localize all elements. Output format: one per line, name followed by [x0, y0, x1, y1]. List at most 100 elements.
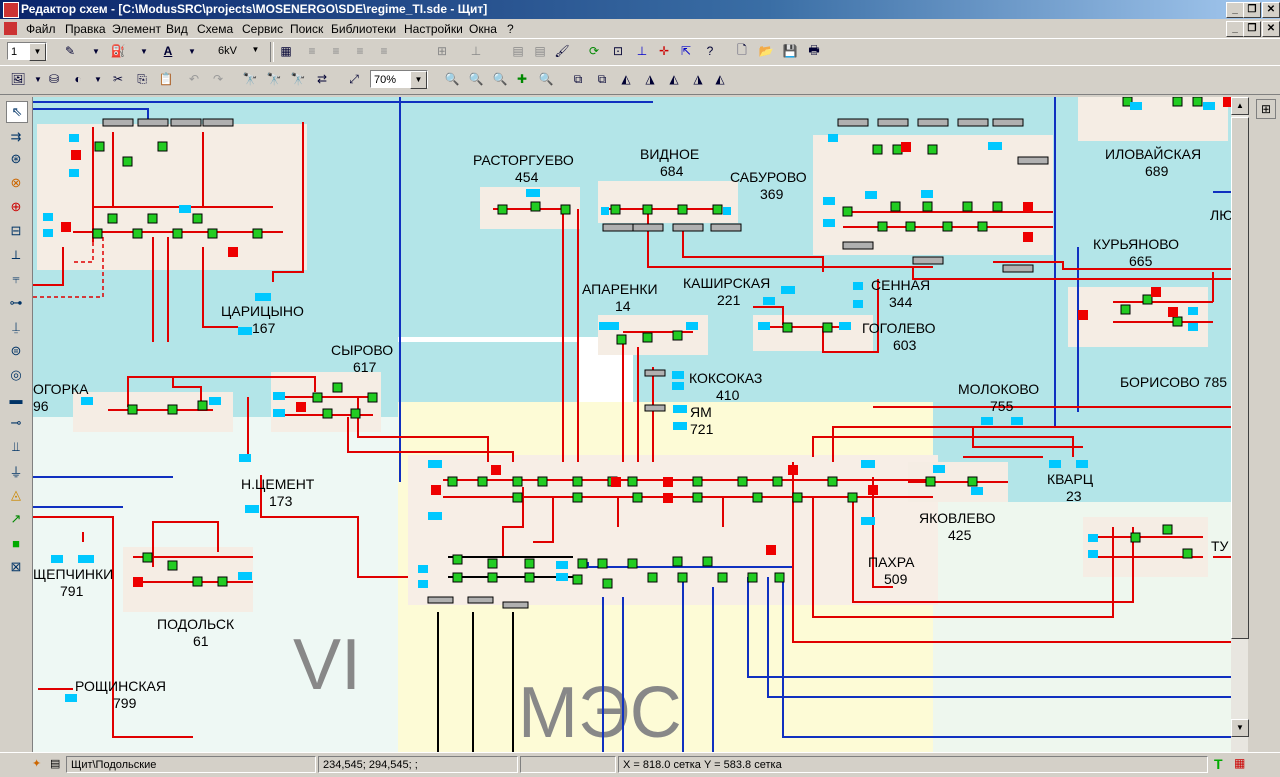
menu-view[interactable]: Вид: [166, 22, 188, 36]
palette-icon[interactable]: ◐: [74, 72, 82, 86]
frame-icon[interactable]: ⊡: [612, 44, 624, 58]
layers-icon[interactable]: ⛁: [48, 72, 60, 86]
justify-icon[interactable]: ≡: [380, 44, 388, 58]
refresh-icon[interactable]: ⟳: [588, 44, 600, 58]
capacitor-tool-icon[interactable]: ▬: [9, 391, 23, 407]
font-color-icon[interactable]: A: [163, 44, 173, 58]
bus-tool-icon[interactable]: ⇉: [10, 129, 22, 144]
fill-bucket-icon[interactable]: ⛽: [110, 44, 126, 58]
menu-file[interactable]: Файл: [26, 22, 56, 36]
disconnector-tool-icon[interactable]: ⫧: [12, 271, 20, 286]
scroll-down-button[interactable]: ▼: [1231, 719, 1249, 737]
breaker-tool-icon[interactable]: ⟂: [11, 247, 21, 262]
find-prev-icon[interactable]: 🔭: [290, 72, 306, 86]
align-right-icon[interactable]: ≡: [356, 44, 364, 58]
context-help-icon[interactable]: ?: [706, 44, 714, 58]
grid-small-icon[interactable]: ▤: [512, 44, 524, 58]
copy-icon[interactable]: ⎘: [137, 71, 147, 86]
transformer-tool-icon[interactable]: ⊗: [10, 175, 22, 190]
fill-color-dropdown[interactable]: ▼: [140, 46, 148, 56]
menu-service[interactable]: Сервис: [242, 22, 284, 36]
line-width-select[interactable]: 1▼: [7, 42, 47, 61]
scroll-up-button[interactable]: ▲: [1231, 97, 1249, 115]
measure-tool-icon[interactable]: ◬: [11, 487, 21, 502]
print-icon[interactable]: 🖶: [808, 42, 820, 57]
find-next-icon[interactable]: 🔭: [266, 72, 282, 86]
menu-libraries[interactable]: Библиотеки: [331, 22, 397, 36]
zoom-select[interactable]: 70%▼: [370, 70, 428, 89]
maximize-button[interactable]: ❐: [1243, 2, 1261, 18]
find-icon[interactable]: 🔭: [242, 72, 258, 86]
grid-large-icon[interactable]: ▤: [534, 44, 546, 58]
sync-tool-icon[interactable]: ◎: [10, 367, 22, 382]
three-winding-tool-icon[interactable]: ⊜: [10, 343, 22, 358]
zoom-out-icon[interactable]: 🔍: [444, 72, 460, 86]
menu-windows[interactable]: Окна: [469, 22, 497, 36]
undo-icon[interactable]: ↶: [188, 72, 200, 86]
new-file-icon[interactable]: 🗋: [737, 42, 747, 57]
generator-tool-icon[interactable]: ⊛: [10, 151, 22, 166]
redo-icon[interactable]: ↷: [212, 72, 224, 86]
minimize-button[interactable]: _: [1226, 2, 1244, 18]
scroll-thumb[interactable]: [1231, 117, 1249, 639]
flip-v-icon[interactable]: ◮: [693, 72, 703, 86]
snap-icon[interactable]: ⊥: [636, 44, 648, 58]
text-mode-icon[interactable]: T: [1214, 756, 1223, 772]
menu-settings[interactable]: Настройки: [404, 22, 463, 36]
tree-icon[interactable]: ⊥: [470, 44, 482, 58]
voltage-select[interactable]: 6kV▼: [205, 42, 263, 60]
zoom-select-icon[interactable]: 🔍: [538, 72, 554, 86]
picture-icon[interactable]: 🖼: [10, 72, 26, 86]
menu-search[interactable]: Поиск: [290, 22, 324, 36]
table-icon[interactable]: ▦: [280, 44, 292, 58]
zoom-in-icon[interactable]: 🔍: [468, 72, 484, 86]
zoom-actual-icon[interactable]: 🔍: [492, 72, 508, 86]
mdi-minimize-button[interactable]: _: [1226, 21, 1244, 37]
square-tool-icon[interactable]: ■: [12, 535, 20, 551]
load-tool-icon[interactable]: ⍊: [12, 319, 20, 334]
align-center-icon[interactable]: ≡: [332, 44, 340, 58]
line-tool-icon[interactable]: ⊸: [10, 415, 22, 430]
pen-color-dropdown[interactable]: ▼: [92, 46, 100, 56]
ground-tool-icon[interactable]: ⏚: [9, 464, 23, 480]
close-button[interactable]: ✕: [1262, 2, 1280, 18]
mdi-restore-button[interactable]: ❐: [1243, 21, 1261, 37]
move-icon[interactable]: ✛: [658, 44, 670, 58]
schematic-canvas[interactable]: VI МЭС: [33, 97, 1231, 752]
center-icon[interactable]: ✚: [516, 72, 528, 86]
doc-icon[interactable]: [4, 22, 17, 35]
picture-dropdown[interactable]: ▼: [34, 74, 42, 84]
palette-dropdown[interactable]: ▼: [94, 74, 102, 84]
pointer-icon[interactable]: ⇱: [680, 44, 692, 58]
rotate-icon[interactable]: ◮: [645, 72, 655, 86]
scale-icon[interactable]: ⤢: [349, 71, 359, 86]
menu-help[interactable]: ?: [507, 22, 514, 36]
font-color-dropdown[interactable]: ▼: [188, 46, 196, 56]
reactor-tool-icon[interactable]: ⊶: [9, 295, 23, 310]
autotransformer-tool-icon[interactable]: ⊕: [10, 199, 22, 214]
mirror-icon[interactable]: ◭: [621, 72, 631, 86]
flip-icon[interactable]: ◭: [669, 72, 679, 86]
menu-element[interactable]: Элемент: [112, 22, 161, 36]
switch-tool-icon[interactable]: ⊟: [10, 223, 22, 238]
grid-mode-icon[interactable]: ▦: [1234, 756, 1246, 770]
arrow-tool-icon[interactable]: ↗: [10, 511, 22, 526]
menu-scheme[interactable]: Схема: [197, 22, 234, 36]
ungroup-icon[interactable]: ⧉: [597, 71, 607, 86]
pen-color-icon[interactable]: ✎: [64, 44, 76, 58]
tree-view-icon[interactable]: ⊞: [1256, 99, 1276, 119]
distribute-icon[interactable]: ⊞: [436, 44, 448, 58]
cut-icon[interactable]: ✂: [112, 72, 124, 86]
swap-icon[interactable]: ⇄: [316, 72, 328, 86]
vertical-scrollbar[interactable]: ▲ ▼: [1231, 97, 1249, 752]
select-tool-icon[interactable]: ⇖: [6, 101, 28, 123]
save-icon[interactable]: 💾: [782, 44, 798, 58]
node-tool-icon[interactable]: ⫫: [12, 439, 20, 454]
triangle-icon[interactable]: ◭: [715, 72, 725, 86]
frame-tool-icon[interactable]: ⊠: [10, 559, 22, 574]
paste-icon[interactable]: 📋: [158, 72, 174, 86]
mdi-close-button[interactable]: ✕: [1262, 21, 1280, 37]
menu-edit[interactable]: Правка: [65, 22, 106, 36]
open-folder-icon[interactable]: 📂: [758, 44, 774, 58]
align-left-icon[interactable]: ≡: [308, 44, 316, 58]
